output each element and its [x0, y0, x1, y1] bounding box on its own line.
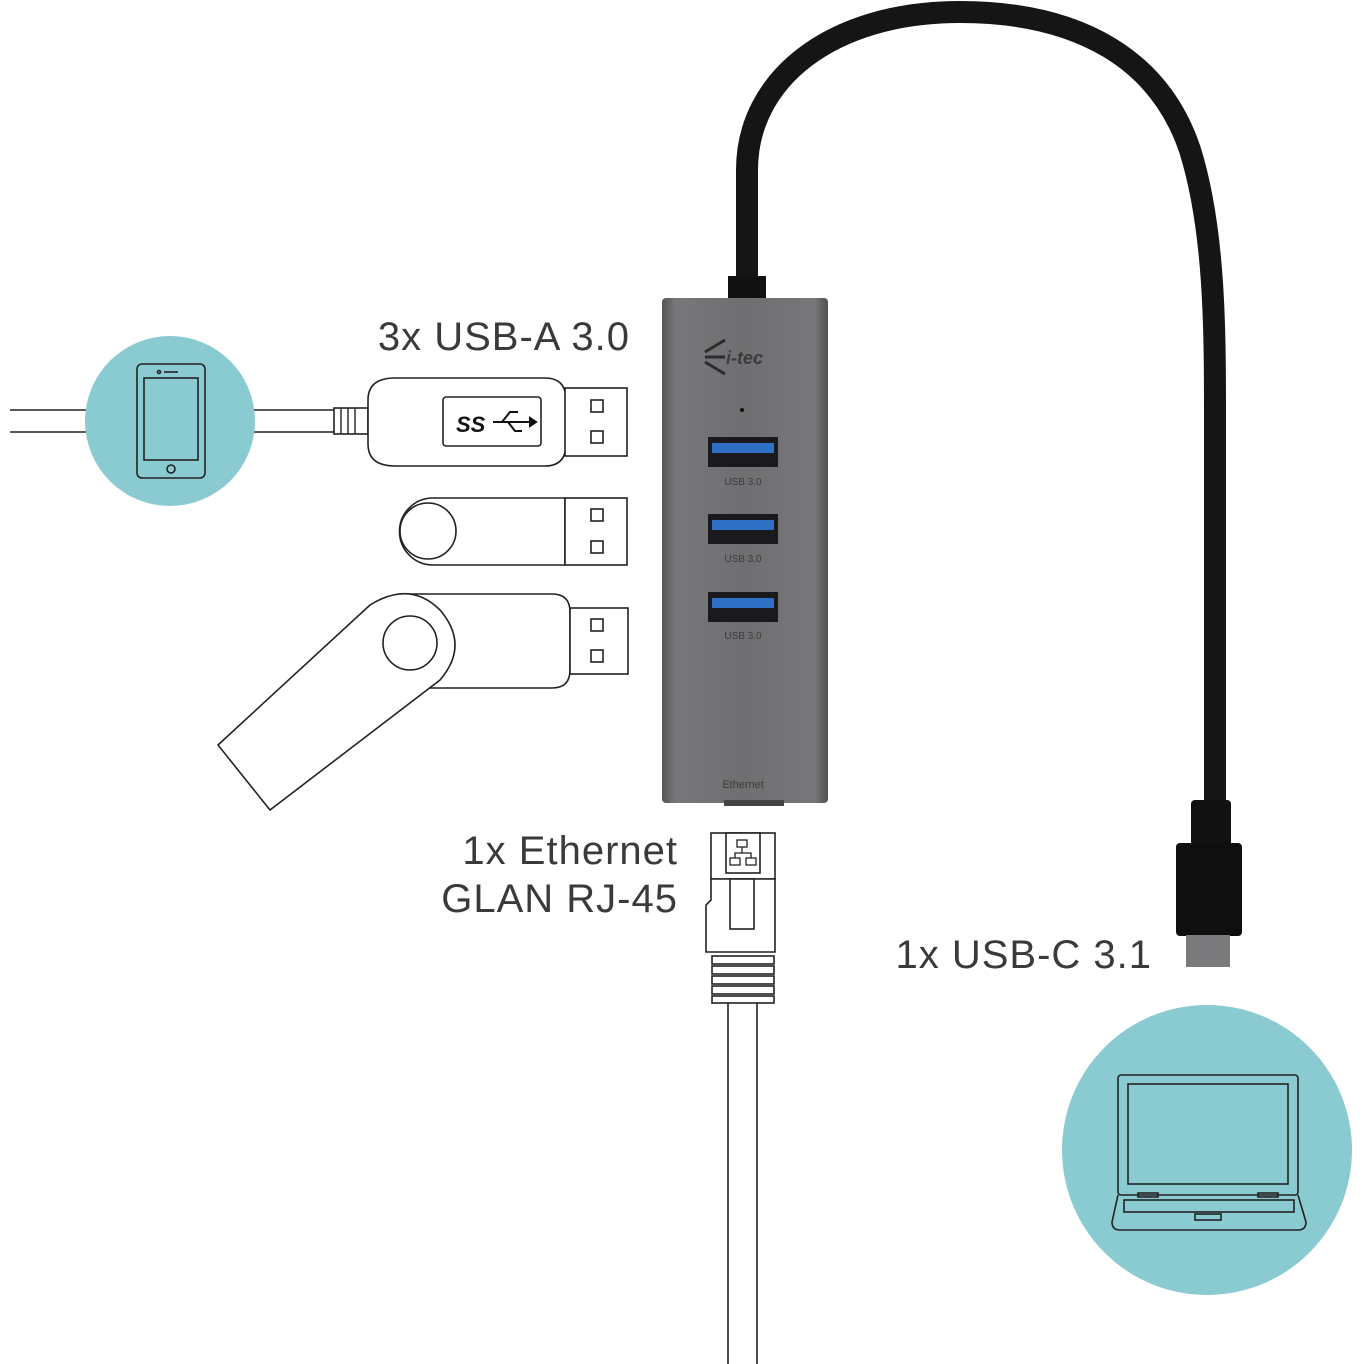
usb-port-3: USB 3.0 [708, 592, 778, 642]
laptop-circle [1062, 1005, 1352, 1295]
svg-text:USB 3.0: USB 3.0 [724, 631, 762, 642]
laptop-icon [1111, 1074, 1307, 1231]
usb-c-plug [1176, 800, 1242, 967]
ethernet-label-line1: 1x Ethernet [462, 829, 678, 873]
svg-text:USB 3.0: USB 3.0 [724, 554, 762, 565]
network-icon [729, 839, 757, 866]
ethernet-plug [705, 832, 776, 1364]
usb-a-label: 3x USB-A 3.0 [378, 315, 630, 359]
phone-device [10, 336, 340, 506]
superspeed-usb-logo [442, 396, 542, 447]
smartphone-icon [136, 363, 206, 479]
usb-port-1: USB 3.0 [708, 437, 778, 488]
phone-circle [85, 336, 255, 506]
usb-port-2: USB 3.0 [708, 514, 778, 565]
usb-hub: i-tec USB 3.0 USB 3.0 USB 3.0 Ethernet [662, 298, 828, 806]
flash-drive-1 [398, 497, 628, 566]
usb-trident-icon [493, 411, 538, 432]
flash-drive-2 [216, 592, 629, 812]
usb-c-label: 1x USB-C 3.1 [895, 933, 1152, 977]
laptop-device [1062, 1005, 1352, 1295]
ethernet-port-label: Ethernet [722, 779, 764, 791]
cable-strain-relief-top [728, 276, 766, 302]
usb-a-plug: SS [333, 377, 628, 467]
ethernet-label-line2: GLAN RJ-45 [441, 877, 678, 921]
svg-text:USB 3.0: USB 3.0 [724, 477, 762, 488]
usb-c-cable [736, 0, 1226, 816]
svg-text:i-tec: i-tec [726, 348, 763, 368]
status-led [740, 408, 744, 412]
i-tec-logo: i-tec [704, 338, 763, 376]
svg-text:SS: SS [456, 412, 486, 437]
